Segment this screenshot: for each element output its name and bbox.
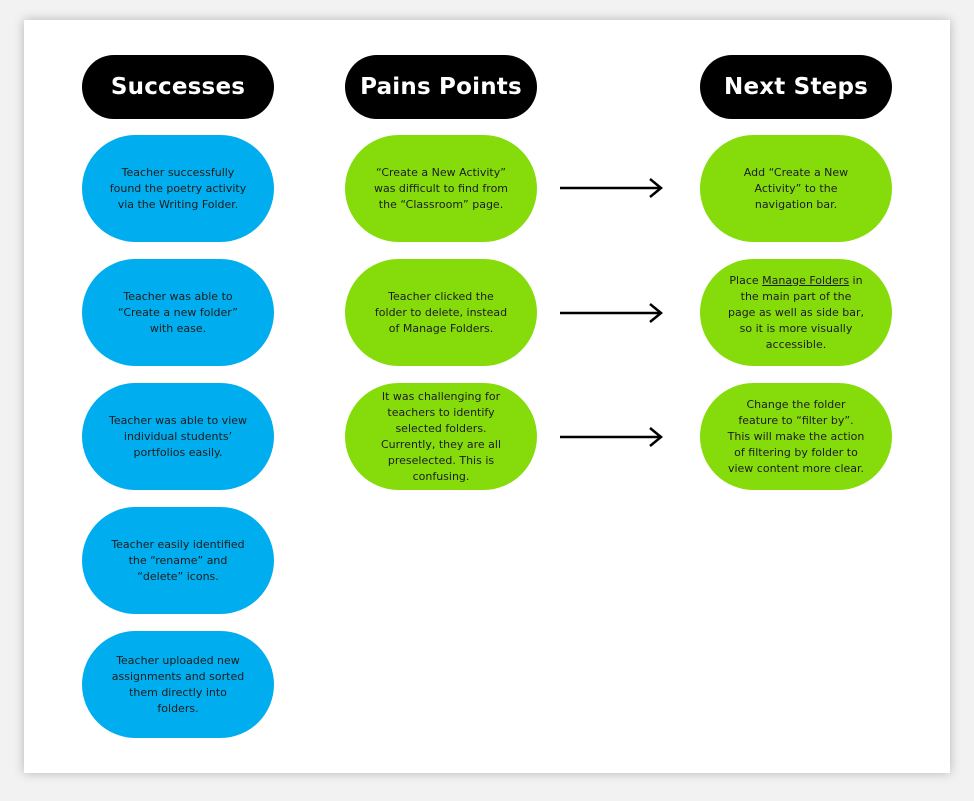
next-step-item: Change the folder feature to “filter by”… — [700, 383, 892, 490]
success-item: Teacher was able to “Create a new folder… — [82, 259, 274, 366]
next-step-suffix: in the main part of the page as well as … — [727, 273, 865, 351]
successes-header: Successes — [82, 55, 274, 119]
manage-folders-link: Manage Folders — [762, 273, 850, 287]
pain-point-item: Teacher clicked the folder to delete, in… — [345, 259, 537, 366]
pain-points-header: Pains Points — [345, 55, 537, 119]
next-step-prefix: Place — [729, 273, 763, 287]
success-item: Teacher easily identified the “rename” a… — [82, 507, 274, 614]
success-item: Teacher was able to view individual stud… — [82, 383, 274, 490]
arrow-right-icon — [560, 427, 663, 447]
success-item: Teacher successfully found the poetry ac… — [82, 135, 274, 242]
next-steps-header: Next Steps — [700, 55, 892, 119]
pain-point-item: “Create a New Activity” was difficult to… — [345, 135, 537, 242]
pain-point-item: It was challenging for teachers to ident… — [345, 383, 537, 490]
next-step-item: Add “Create a New Activity” to the navig… — [700, 135, 892, 242]
next-step-item: Place Manage Folders in the main part of… — [700, 259, 892, 366]
arrow-right-icon — [560, 178, 663, 198]
arrow-right-icon — [560, 303, 663, 323]
success-item: Teacher uploaded new assignments and sor… — [82, 631, 274, 738]
